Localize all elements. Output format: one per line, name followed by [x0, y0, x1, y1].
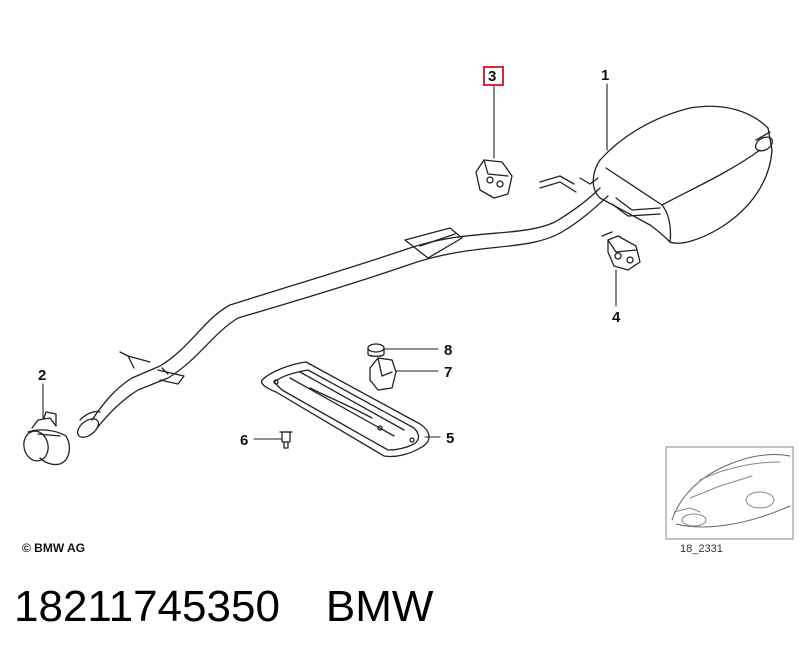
- heat-shield: [260, 361, 430, 458]
- copyright-text: © BMW AG: [22, 541, 85, 555]
- brand-name: BMW: [325, 582, 434, 631]
- callout-5: 5: [446, 430, 454, 447]
- callout-8: 8: [444, 342, 452, 359]
- exhaust-pipe: [76, 187, 609, 438]
- part-number: 18211745350: [14, 582, 280, 631]
- vehicle-thumbnail: [665, 446, 794, 540]
- rear-muffler: [539, 105, 774, 244]
- thumbnail-code: 18_2331: [680, 543, 723, 555]
- pipe-clamp: [23, 411, 71, 466]
- hex-nut: [367, 343, 385, 357]
- hanger-bracket: [475, 159, 513, 199]
- part-caption: 18211745350 BMW: [14, 582, 433, 632]
- clip-nut: [369, 357, 397, 391]
- callout-1: 1: [601, 67, 609, 84]
- callout-6: 6: [240, 432, 248, 449]
- bolt: [279, 431, 293, 449]
- leader-lines: [42, 83, 617, 440]
- callout-2: 2: [38, 367, 46, 384]
- callout-3: 3: [488, 68, 496, 85]
- callout-7: 7: [444, 364, 452, 381]
- callout-4: 4: [612, 309, 621, 326]
- highlight-box: [483, 66, 504, 86]
- rubber-mount: [601, 231, 641, 271]
